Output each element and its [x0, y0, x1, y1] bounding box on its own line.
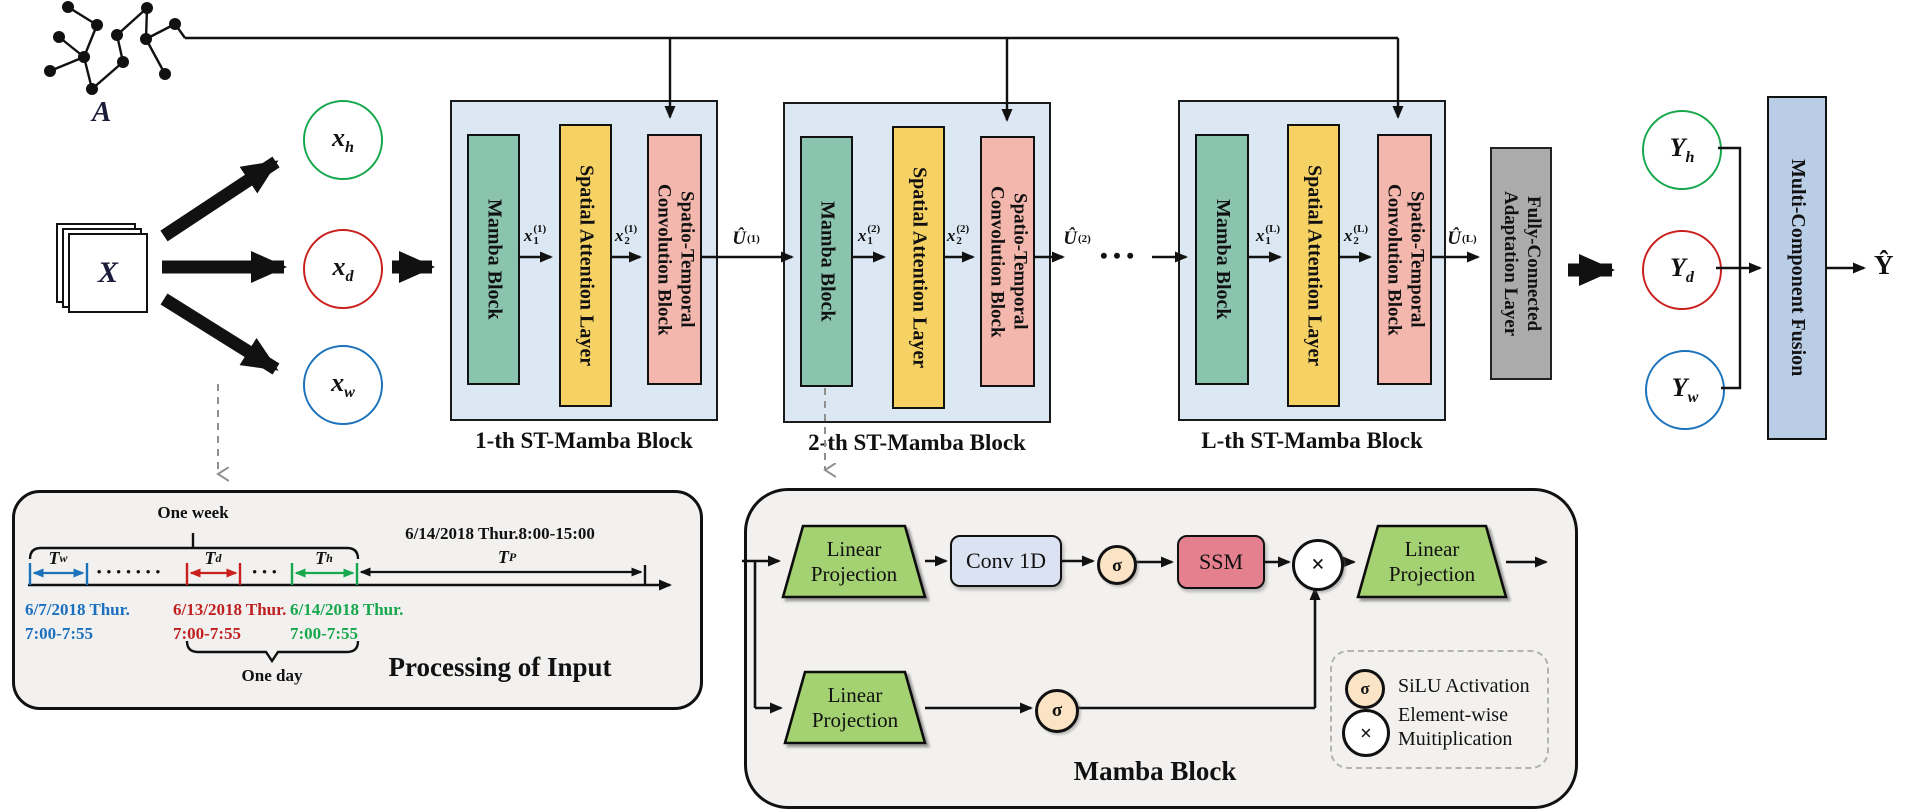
spatio-temporal-convolution-box: Spatio-Temporal Convolution Block	[1377, 134, 1432, 385]
spatial-attention-layer-box: Spatial Attention Layer	[559, 124, 612, 407]
one-day-label: One day	[241, 666, 303, 685]
fully-connected-adaptation-layer: Fully-Connected Adaptation Layer	[1490, 147, 1552, 380]
processing-panel-title: Processing of Input	[388, 652, 612, 682]
conv1d-box: Conv 1D	[950, 535, 1062, 587]
legend-multiply-icon: ×	[1342, 709, 1390, 757]
mamba-legend-box	[1330, 650, 1549, 769]
spatio-temporal-conv-label: Spatio-Temporal Convolution Block	[986, 185, 1031, 338]
legend-multiply-label: Element-wise Muitiplication	[1398, 704, 1513, 751]
processing-of-input-panel	[12, 490, 703, 710]
spatial-attention-label: Spatial Attention Layer	[1303, 164, 1326, 367]
ssm-box: SSM	[1177, 535, 1265, 589]
adjacency-matrix-label: A	[92, 96, 112, 128]
input-tensor-stack-icon: X	[56, 223, 148, 313]
output-circle-yw: Yw	[1645, 350, 1725, 430]
output-circle-yd: Yd	[1642, 230, 1722, 310]
x2-label-block1: x(1)2	[614, 223, 638, 247]
blocks-ellipsis: • • •	[1099, 243, 1135, 268]
mamba-panel-title: Mamba Block	[1073, 756, 1237, 786]
spatial-attention-layer-box: Spatial Attention Layer	[1287, 124, 1340, 407]
input-tensor-label: X	[97, 256, 118, 289]
input-circle-xh: xh	[303, 100, 383, 180]
mamba-block-box: Mamba Block	[1195, 134, 1249, 385]
input-circle-xw: xw	[303, 345, 383, 425]
silu-activation-icon: σ	[1097, 545, 1137, 585]
mamba-block-label: Mamba Block	[816, 201, 839, 322]
x1-label-blockL: x(L)1	[1255, 223, 1281, 247]
linear-projection-bottom-label: Linear Projection	[811, 682, 899, 732]
fc-layer-label: Fully-Connected Adaptation Layer	[1500, 190, 1544, 337]
mamba-block-box: Mamba Block	[467, 134, 520, 385]
u-label-block2: Û(2)	[1063, 228, 1091, 249]
u-label-block1: Û(1)	[732, 228, 760, 249]
st-mamba-block-L-caption: L-th ST-Mamba Block	[1201, 428, 1423, 453]
x1-label-block1: x(1)1	[523, 223, 547, 247]
spatio-temporal-conv-label: Spatio-Temporal Convolution Block	[1383, 183, 1428, 336]
week-date-label: 6/7/2018 Thur.7:00-7:55	[25, 600, 130, 643]
elementwise-multiply-icon: ×	[1292, 539, 1344, 591]
st-mamba-block-2-caption: 2-th ST-Mamba Block	[808, 430, 1026, 455]
adjacency-graph-icon	[44, 1, 186, 95]
mamba-block-label: Mamba Block	[483, 199, 506, 320]
x2-label-blockL: x(L)2	[1343, 223, 1369, 247]
linear-projection-top-label: Linear Projection	[810, 536, 898, 586]
spatio-temporal-convolution-box: Spatio-Temporal Convolution Block	[980, 136, 1035, 387]
hour-date-label: 6/14/2018 Thur.7:00-7:55	[290, 600, 404, 643]
spatial-attention-layer-box: Spatial Attention Layer	[892, 126, 945, 409]
tp-date-header: 6/14/2018 Thur.8:00-15:00	[405, 524, 595, 543]
output-circle-yh: Yh	[1642, 110, 1722, 190]
spatial-attention-label: Spatial Attention Layer	[908, 166, 931, 369]
day-gap-dots: • • •	[252, 564, 278, 579]
st-mamba-block-1-caption: 1-th ST-Mamba Block	[475, 428, 693, 453]
x2-label-block2: x(2)2	[946, 223, 970, 247]
day-date-label: 6/13/2018 Thur.7:00-7:55	[173, 600, 287, 643]
mamba-block-box: Mamba Block	[800, 136, 853, 387]
st-mamba-block-L: Mamba Block Spatial Attention Layer Spat…	[1178, 100, 1446, 421]
legend-silu-label: SiLU Activation	[1398, 675, 1530, 697]
st-mamba-block-1: Mamba Block Spatial Attention Layer Spat…	[450, 100, 718, 421]
spatial-attention-label: Spatial Attention Layer	[575, 164, 598, 367]
prediction-label: Ŷ	[1874, 250, 1894, 280]
spatio-temporal-convolution-box: Spatio-Temporal Convolution Block	[647, 134, 702, 385]
legend-silu-icon: σ	[1345, 669, 1385, 709]
fusion-label: Multi-Component Fusion	[1786, 159, 1809, 377]
st-mamba-block-2: Mamba Block Spatial Attention Layer Spat…	[783, 102, 1051, 423]
linear-projection-out-label: Linear Projection	[1388, 536, 1476, 586]
input-circle-xd: xd	[303, 229, 383, 309]
multi-component-fusion-box: Multi-Component Fusion	[1767, 96, 1827, 440]
silu-activation-icon: σ	[1035, 689, 1079, 733]
one-week-label: One week	[157, 503, 229, 522]
u-label-blockL: Û(L)	[1447, 228, 1477, 249]
week-gap-dots: • • • • • • •	[96, 564, 162, 579]
x1-label-block2: x(2)1	[857, 223, 881, 247]
spatio-temporal-conv-label: Spatio-Temporal Convolution Block	[653, 183, 698, 336]
mamba-block-label: Mamba Block	[1211, 199, 1234, 320]
